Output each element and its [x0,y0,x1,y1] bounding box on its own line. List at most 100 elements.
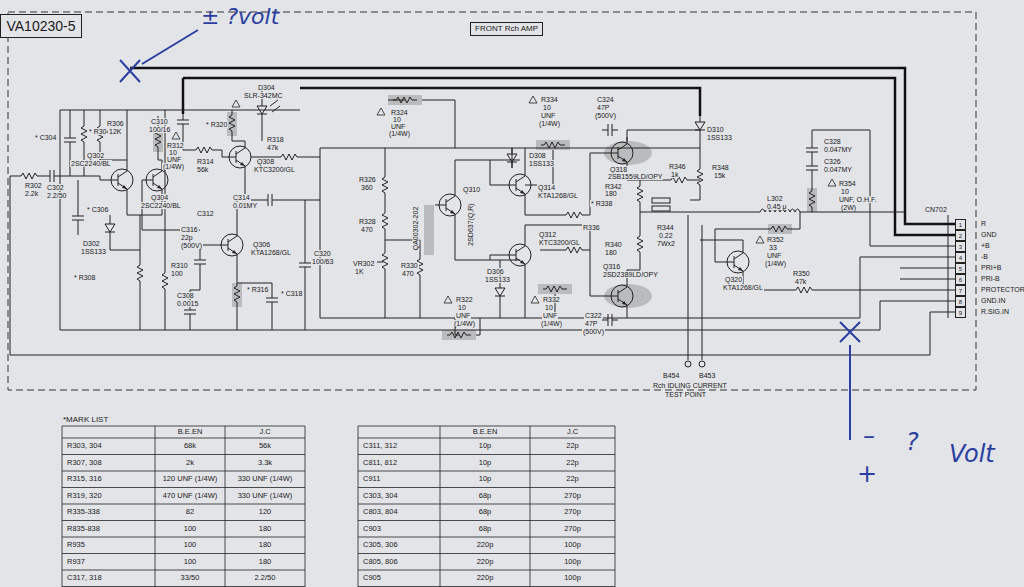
handwritten-note: ± ?volt [200,6,280,28]
part-label: UNF [542,312,558,319]
part-label: Q304 [150,194,169,201]
table-cell: 22p [565,459,580,467]
part-label: 47P [596,104,610,111]
part-label: 47P [584,320,598,327]
part-label: 1SS133 [484,276,511,283]
part-label: QA00302-202 [413,205,420,251]
part-label: 10 [542,104,552,111]
part-label: R312 [166,142,185,149]
part-label: D310 [706,126,725,133]
part-label: Q314 [537,184,556,191]
table-cell: R303, 304 [66,442,103,450]
part-label: 47k [794,278,807,285]
part-label: UNF [766,252,782,259]
part-label: 0.01MY [232,202,258,209]
part-label: 10 [392,116,402,123]
part-label: (1/4W) [540,320,563,327]
pin-number: 5 [959,266,962,272]
part-label: 470 [401,270,415,277]
table-cell: R835-838 [66,525,101,533]
part-label: KTA1268/GL [722,284,764,291]
part-label: C320 [313,250,332,257]
table-cell: R335-338 [66,508,101,516]
table-cell: 180 [258,558,273,566]
pin-number: 6 [959,277,962,283]
part-label: 56k [196,166,209,173]
table-cell: 22p [565,475,580,483]
part-label: 1SS133 [706,134,733,141]
pin-number: 8 [959,299,962,305]
part-label: SLR-342MC [243,92,284,99]
part-label: 1K [354,268,365,275]
part-label: R336 [582,224,601,231]
part-label: 10 [457,304,467,311]
table-cell: 470 UNF (1/4W) [162,492,219,500]
part-label: R322 [455,296,474,303]
table-cell: 68p [478,492,493,500]
part-label: C308 [176,292,195,299]
table-cell: R315, 316 [66,475,103,483]
part-label: (500V) [180,242,203,249]
pin-name: -B [980,253,989,260]
table-cell: R935 [66,541,86,549]
table-cell: C903 [362,525,382,533]
part-label: C322 [584,312,603,319]
part-label: * C318 [280,290,303,297]
part-label: R326 [358,176,377,183]
part-label: R310 [170,262,189,269]
part-label: TEST POINT [664,391,707,398]
table-cell: 10p [478,475,493,483]
part-label: 12K [108,128,122,135]
part-label: KTC3200/GL [253,166,296,173]
title-text: FRONT Rch AMP [475,25,538,33]
table-cell: J.C [566,428,579,436]
handwritten-note: ? [905,430,920,454]
connector-pin: 2 [955,230,966,241]
table-cell: 68k [183,442,197,450]
table-cell: 270p [563,525,582,533]
part-label: UNF [390,123,406,130]
table-cell: R937 [66,558,86,566]
table-cell: 100 [183,525,198,533]
handwritten-note: Volt [948,442,996,466]
pin-number: 2 [959,233,962,239]
part-label: R332 [542,296,561,303]
part-label: 0.047MY [823,166,853,173]
pin-name: PROTECTOR [980,286,1024,293]
table-cell: 180 [258,541,273,549]
table-cell: 100 [183,541,198,549]
part-label: 10 [168,149,178,156]
part-label: 15k [713,172,726,179]
part-label: D308 [528,152,547,159]
part-label: C328 [823,138,842,145]
handwritten-note: – [862,424,876,448]
table-cell: R319, 320 [66,492,103,500]
connector-pin: 1 [955,219,966,230]
connector-pin: 7 [955,285,966,296]
part-label: VR302 [352,260,375,267]
table-cell: 68p [478,525,493,533]
connector-pin: 3 [955,241,966,252]
part-label: 33 [768,244,778,251]
part-label: R350 [792,270,811,277]
part-label: (1/4W) [162,163,185,170]
part-label: Q302 [86,152,105,159]
part-label: Q318 [609,166,628,173]
part-label: * R308 [73,274,96,281]
part-label: 360 [360,184,374,191]
part-label: 0.0015 [176,300,199,307]
table-cell: 270p [563,508,582,516]
part-label: C310 [150,118,169,125]
part-label: 180 [604,190,618,197]
part-label: (2W) [840,204,857,211]
part-label: CN702 [924,206,948,213]
part-label: R302 [24,182,43,189]
table-cell: 2k [185,459,195,467]
part-label: UNF [540,112,556,119]
table-cell: C311, 312 [362,442,398,450]
part-label: 470 [360,226,374,233]
part-label: 0.22 [658,232,674,239]
part-label: * R320 [205,121,228,128]
table-cell: 33/50 [180,574,201,582]
